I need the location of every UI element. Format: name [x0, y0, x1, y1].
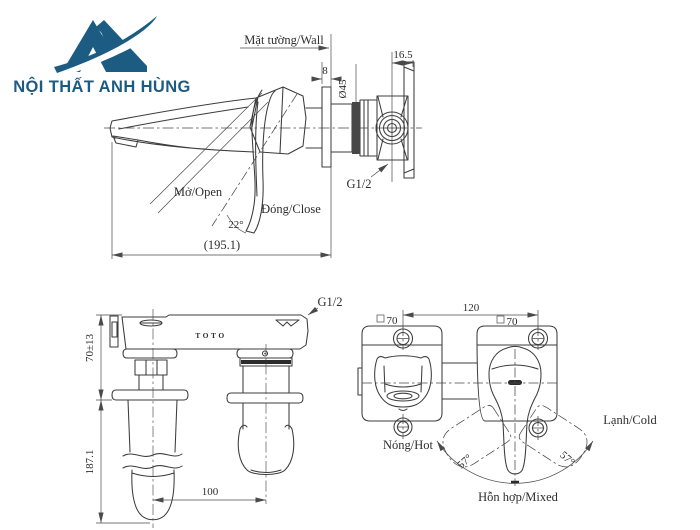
wall-label: Mặt tường/Wall	[244, 33, 324, 47]
angle-57-left: 57°	[455, 452, 474, 471]
spout-mouth-inner	[393, 392, 413, 400]
square-symbol-icon-right	[496, 315, 505, 324]
side-view-open-position-line	[211, 93, 298, 227]
top-view-seal-band	[241, 360, 291, 364]
logo-swoosh	[54, 16, 157, 73]
cold-label: Lạnh/Cold	[603, 413, 657, 427]
close-label: Đóng/Close	[261, 202, 321, 216]
square-symbol-icon-left	[376, 314, 385, 323]
top-view-screw	[261, 350, 269, 357]
front-view-outline	[357, 325, 558, 422]
front-view-centerlines	[362, 326, 560, 486]
top-view-centerlines	[152, 309, 267, 528]
dim-70-text: 70±13	[84, 333, 96, 362]
dim-8-text: 8	[322, 65, 328, 77]
side-view-groove-band	[352, 102, 360, 154]
company-logo: NỘI THẤT ANH HÙNG	[13, 16, 191, 96]
g12-leader-top	[307, 306, 319, 316]
logo-text: NỘI THẤT ANH HÙNG	[13, 77, 191, 96]
side-view-drawing: Mặt tường/Wall 8 Ø45 16.5 G1/2 Mở/Open Đ…	[104, 33, 422, 259]
angle-22-text: 22°	[228, 219, 243, 231]
top-view-screw-dot	[264, 352, 266, 355]
side-view-construction-lines	[111, 34, 414, 259]
plate-size-left-text: 70	[387, 315, 399, 327]
rotation-arc	[436, 440, 594, 484]
top-view-extension-lines	[96, 314, 150, 524]
g12-label-side: G1/2	[347, 177, 372, 191]
dim-120-text: 120	[463, 302, 480, 314]
g12-leader-side	[370, 163, 389, 178]
spout-mouth-outer	[386, 390, 420, 402]
dim-16-5-text: 16.5	[393, 49, 413, 61]
top-view-drawing: TOTO G1/2 70±13 187.1 100	[84, 295, 343, 528]
dim-187-text: 187.1	[84, 450, 96, 475]
hot-label: Nóng/Hot	[383, 438, 434, 452]
open-label: Mở/Open	[174, 185, 223, 199]
g12-label-top: G1/2	[318, 295, 343, 309]
logo-swoosh-gap	[50, 18, 158, 82]
plate-size-right-text: 70	[507, 316, 519, 328]
dim-195-text: (195.1)	[204, 238, 240, 252]
brand-text: TOTO	[195, 331, 226, 340]
mixed-label: Hỗn hợp/Mixed	[478, 490, 559, 504]
dim-d45-text: Ø45	[337, 79, 349, 98]
front-view-drawing: 120 70 70 Nóng/Hot Lạnh/Cold Hỗn hợp/Mix…	[357, 302, 657, 504]
handle-front-outline	[488, 345, 542, 475]
dim-100-text: 100	[202, 486, 219, 498]
